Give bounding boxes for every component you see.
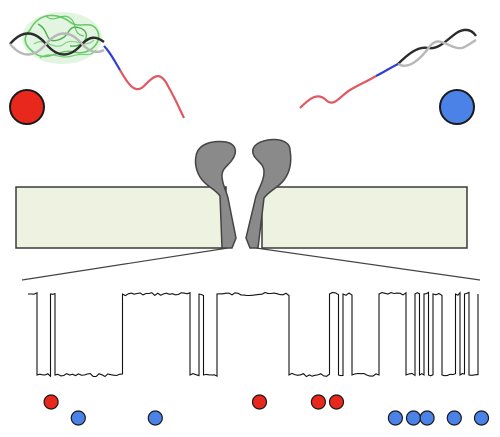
linker-right — [375, 63, 399, 77]
blue-event-marker-icon — [473, 410, 490, 426]
red-event-marker-icon — [328, 394, 345, 410]
membrane-right — [261, 186, 468, 249]
red-event-marker-icon — [251, 394, 268, 410]
zoom-line-right — [255, 247, 481, 281]
dna-helix-right — [397, 28, 477, 67]
blue-event-marker-icon — [147, 410, 163, 426]
blue-event-marker-icon — [419, 410, 435, 426]
event-markers — [43, 394, 490, 426]
linker-left — [103, 45, 121, 71]
red-event-marker-icon — [310, 394, 326, 410]
blue-event-marker-icon — [446, 410, 462, 426]
right-construct — [299, 28, 477, 109]
zoom-line-left — [21, 247, 229, 281]
red-event-marker-icon — [43, 394, 59, 410]
trace-line — [28, 291, 479, 378]
blue-marker-icon — [439, 89, 475, 125]
strand-right — [299, 75, 377, 109]
strand-left — [119, 69, 185, 119]
dna-helix-left — [9, 32, 105, 56]
blue-event-marker-icon — [405, 410, 422, 426]
membrane-left — [15, 186, 227, 249]
protein-icon — [22, 12, 102, 64]
left-construct — [9, 12, 185, 119]
nanopore-icon — [194, 138, 292, 249]
blue-event-marker-icon — [70, 410, 86, 426]
blue-event-marker-icon — [387, 410, 403, 426]
current-trace — [28, 291, 479, 378]
red-marker-icon — [9, 89, 45, 125]
